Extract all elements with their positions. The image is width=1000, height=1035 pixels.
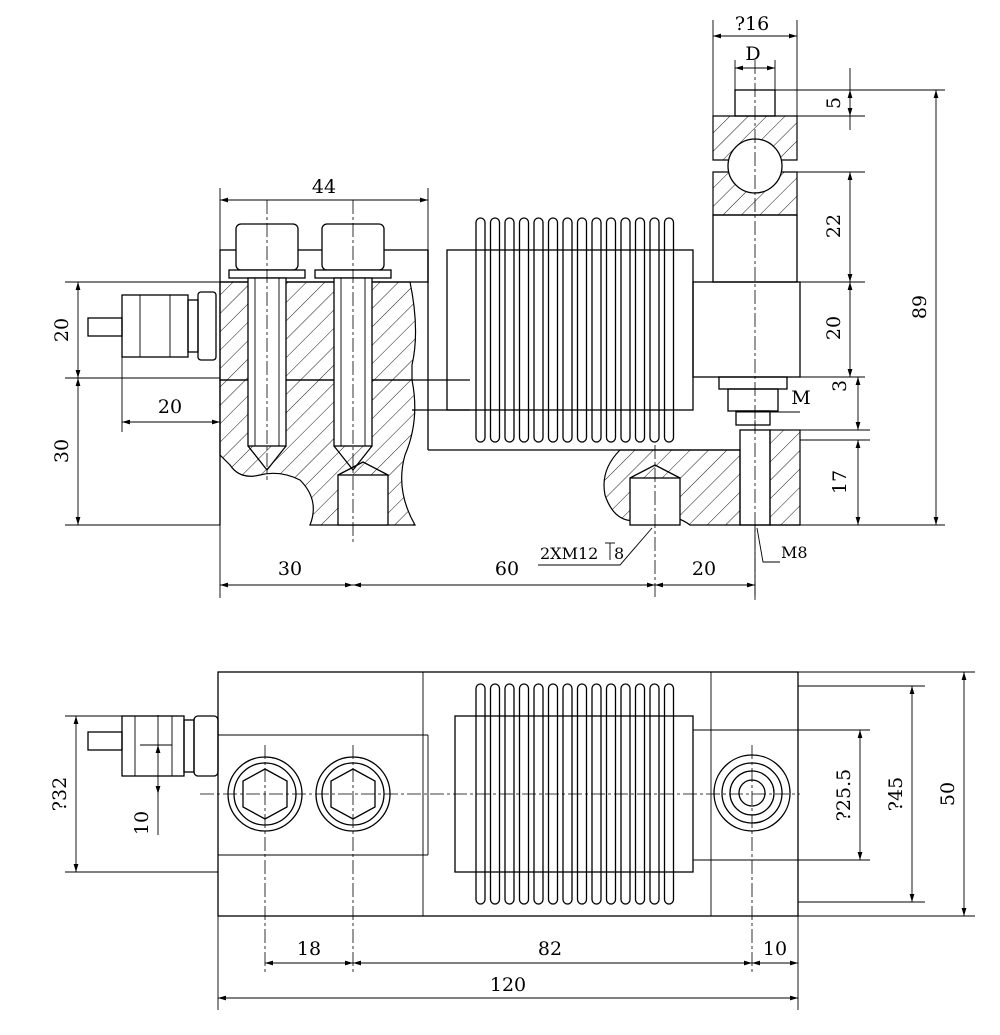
bellows-fold (649, 217, 660, 443)
cable-gland (87, 291, 217, 361)
dim-20-left: 20 (51, 318, 73, 342)
dim-20-right: 20 (823, 316, 845, 340)
dim-30-bottom: 30 (278, 558, 302, 580)
bellows-fold (576, 217, 588, 443)
right-base-block (603, 420, 801, 600)
dim-10-left: 10 (131, 811, 153, 835)
front-view: 44 ?16 D 5 22 20 3 17 89 20 30 20 M 30 6… (51, 13, 945, 600)
m8-callout: M8 (781, 543, 808, 562)
thread-callout: 2XM12 (540, 544, 598, 563)
bellows-fold (663, 217, 675, 443)
top-view: ?32 10 ?25.5 ?45 50 18 82 10 120 (49, 671, 975, 1010)
dim-phi25-5: ?25.5 (833, 769, 855, 822)
dim-30-left: 30 (51, 439, 73, 463)
load-button-tower (692, 60, 801, 430)
dim-phi16: ?16 (735, 13, 769, 35)
bellows-fold (634, 217, 646, 443)
dim-17: 17 (829, 470, 851, 494)
dim-20-bottom: 20 (692, 558, 716, 580)
bellows-fold (620, 217, 631, 443)
dim-phi45: ?45 (885, 777, 907, 811)
bellows (446, 217, 694, 443)
bellows-fold (489, 217, 501, 443)
bellows-fold (518, 217, 530, 443)
dim-d: D (745, 43, 760, 65)
dim-20-cable: 20 (158, 396, 182, 418)
dim-89: 89 (909, 295, 931, 319)
dim-60: 60 (495, 558, 519, 580)
dim-120: 120 (490, 974, 526, 996)
bellows-fold (591, 217, 602, 443)
dim-10-right: 10 (763, 938, 787, 960)
dim-22: 22 (823, 214, 845, 238)
dim-50: 50 (937, 782, 959, 806)
bellows-fold (533, 217, 544, 443)
dim-18: 18 (297, 938, 321, 960)
bellows-fold (562, 217, 573, 443)
dim-3: 3 (829, 380, 851, 392)
thread-depth: 8 (614, 544, 624, 563)
bellows-fold (547, 217, 559, 443)
bellows-fold (504, 217, 515, 443)
dim-m: M (791, 387, 810, 409)
top-cable-gland (87, 715, 219, 777)
dim-44: 44 (312, 176, 336, 198)
dim-5: 5 (823, 97, 845, 109)
bellows-fold (475, 217, 486, 443)
dim-phi32: ?32 (49, 777, 71, 811)
dim-82: 82 (538, 938, 562, 960)
bellows-fold (605, 217, 617, 443)
